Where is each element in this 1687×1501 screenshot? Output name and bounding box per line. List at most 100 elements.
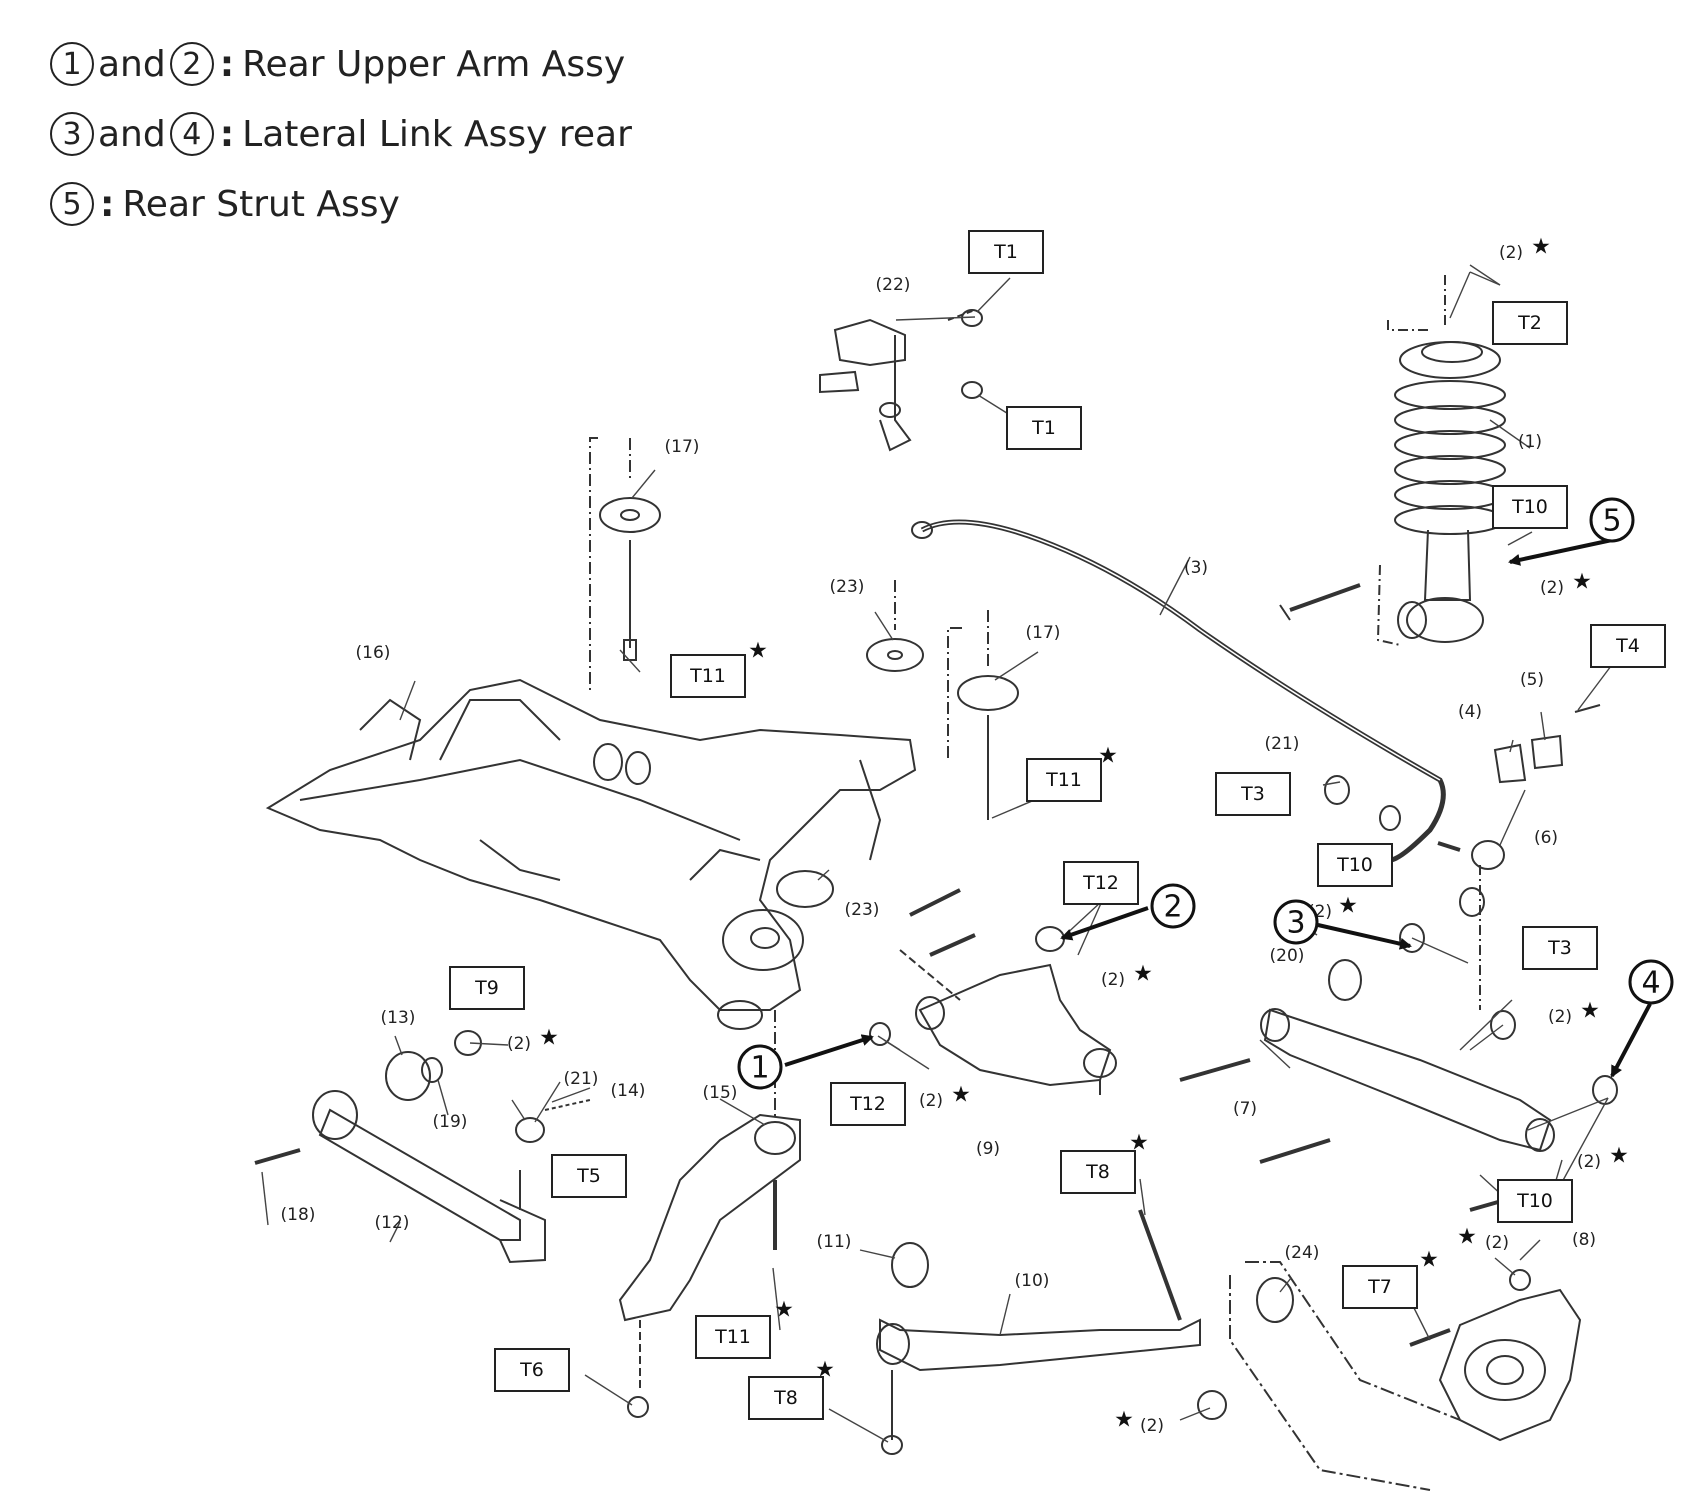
torque-label-t1b: T1	[1031, 417, 1056, 439]
legend-joiner: and	[98, 43, 166, 85]
mount-cushion-17b	[957, 675, 1019, 711]
callout-number-c4: 4	[1641, 966, 1660, 1001]
torque-box-t11c	[695, 1315, 771, 1359]
torque-star-icon: ★	[1419, 1248, 1439, 1273]
quantity-label-q_knuckle: (2)	[1485, 1233, 1509, 1253]
legend-line-2: 3 and 4 : Lateral Link Assy rear	[50, 112, 632, 156]
part-label-p22: (22)	[876, 275, 911, 295]
torque-label-t6: T6	[519, 1359, 544, 1381]
part-label-p13: (13)	[381, 1008, 416, 1028]
torque-box-t11a	[670, 654, 746, 698]
torque-star-icon: ★	[815, 1358, 835, 1383]
callout-number-c1: 1	[750, 1051, 769, 1086]
part-label-p21b: (21)	[564, 1069, 599, 1089]
torque-star-icon: ★	[1572, 570, 1592, 595]
torque-star-icon: ★	[774, 1298, 794, 1323]
torque-star-icon: ★	[951, 1083, 971, 1108]
part-label-p23b: (23)	[845, 900, 880, 920]
quantity-label-q_strut_bottom: (2)	[1540, 578, 1564, 598]
part-label-p17b: (17)	[1026, 623, 1061, 643]
torque-label-t8b: T8	[773, 1387, 798, 1409]
legend-colon: :	[100, 183, 115, 225]
callout-arrows	[784, 538, 1652, 1078]
part-label-p10: (10)	[1015, 1271, 1050, 1291]
torque-box-t2	[1492, 301, 1568, 345]
mount-cushion-17a	[599, 497, 661, 533]
part-label-p19: (19)	[433, 1112, 468, 1132]
legend-text-rear-upper-arm: Rear Upper Arm Assy	[242, 43, 626, 85]
legend-key-5: 5	[50, 182, 94, 226]
legend-key-2: 2	[169, 42, 214, 86]
lower-link-drawing	[254, 1051, 591, 1264]
torque-box-t10c	[1497, 1179, 1573, 1223]
part-label-p9: (9)	[976, 1139, 1000, 1159]
torque-label-t10c: T10	[1516, 1190, 1553, 1212]
torque-star-icon: ★	[539, 1026, 559, 1051]
torque-box-t6	[494, 1348, 570, 1392]
callout-circle-c2	[1150, 883, 1196, 929]
torque-label-t3b: T3	[1547, 937, 1572, 959]
torque-box-t8b	[748, 1376, 824, 1420]
part-label-p14: (14)	[611, 1081, 646, 1101]
torque-star-icon: ★	[1133, 962, 1153, 987]
torque-label-t11b: T11	[1045, 769, 1082, 791]
callout-circle-c5	[1589, 497, 1635, 543]
torque-label-t7: T7	[1367, 1276, 1392, 1298]
part-label-p24: (24)	[1285, 1243, 1320, 1263]
quantity-label-q_upper_arm_t12: (2)	[1101, 970, 1125, 990]
part-label-p4: (4)	[1458, 702, 1482, 722]
torque-label-t4: T4	[1615, 635, 1640, 657]
torque-box-t7	[1342, 1265, 1418, 1309]
part-label-p6: (6)	[1534, 828, 1558, 848]
part-label-p17a: (17)	[665, 437, 700, 457]
part-label-p3: (3)	[1184, 558, 1208, 578]
torque-label-t10b: T10	[1336, 854, 1373, 876]
link-clamp-5	[1530, 734, 1564, 770]
torque-box-t1b	[1006, 406, 1082, 450]
callout-number-c5: 5	[1602, 504, 1621, 539]
legend-text-lateral-link: Lateral Link Assy rear	[242, 113, 632, 155]
torque-label-t8a: T8	[1085, 1161, 1110, 1183]
part-label-p23a: (23)	[830, 577, 865, 597]
part-label-p12: (12)	[375, 1213, 410, 1233]
part-label-p11: (11)	[817, 1232, 852, 1252]
callout-circle-c3	[1273, 899, 1319, 945]
legend-line-1: 1 and 2 : Rear Upper Arm Assy	[50, 42, 625, 86]
torque-star-icon: ★	[1580, 999, 1600, 1024]
rear-upper-arm-drawing	[899, 888, 1117, 1095]
torque-box-t4	[1590, 624, 1666, 668]
legend-text-rear-strut: Rear Strut Assy	[122, 183, 400, 225]
quantity-label-q_t3b: (2)	[1548, 1007, 1572, 1027]
torque-box-t3b	[1522, 926, 1598, 970]
part-drawings	[254, 275, 1618, 1491]
legend-colon: :	[219, 113, 235, 155]
part-label-p8: (8)	[1572, 1230, 1596, 1250]
torque-box-t8a	[1060, 1150, 1136, 1194]
legend-key-3: 3	[50, 112, 94, 156]
callout-number-c3: 3	[1286, 906, 1305, 941]
rear-crossmember-drawing	[265, 678, 917, 1030]
torque-label-t12a: T12	[1082, 872, 1119, 894]
bushing-24	[1256, 1277, 1294, 1323]
torque-box-t12b	[830, 1082, 906, 1126]
legend-colon: :	[219, 43, 235, 85]
quantity-label-q_trailing: (2)	[1140, 1416, 1164, 1436]
part-label-p7: (7)	[1233, 1099, 1257, 1119]
torque-star-icon: ★	[1114, 1408, 1134, 1433]
legend-key-1: 1	[50, 42, 94, 86]
part-label-p1: (1)	[1518, 432, 1542, 452]
torque-label-t2: T2	[1517, 312, 1542, 334]
part-label-p18: (18)	[281, 1205, 316, 1225]
torque-box-t5	[551, 1154, 627, 1198]
rear-strut-drawing	[1279, 275, 1506, 646]
torque-label-t10a: T10	[1511, 496, 1548, 518]
callout-circle-c4	[1628, 959, 1674, 1005]
link-bushing-6	[1471, 840, 1505, 870]
trailing-arm-bracket-drawing	[618, 1113, 801, 1418]
torque-label-t11a: T11	[689, 665, 726, 687]
part-label-p20: (20)	[1270, 946, 1305, 966]
torque-label-t12b: T12	[849, 1093, 886, 1115]
torque-label-t5: T5	[576, 1165, 601, 1187]
